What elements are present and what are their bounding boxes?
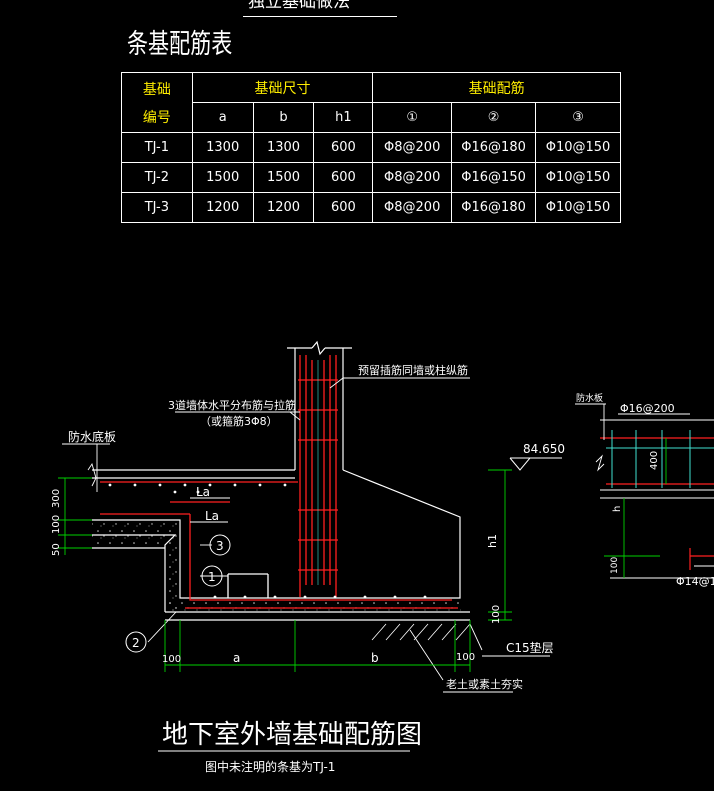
elevation-value: 84.650 bbox=[523, 442, 565, 456]
header-rebar-2: ② bbox=[451, 102, 537, 133]
cushion-label: C15垫层 bbox=[506, 640, 554, 655]
header-col-a: a bbox=[191, 102, 254, 133]
dim-h1: h1 bbox=[486, 534, 499, 548]
partial-waterproof-label: 防水板 bbox=[576, 392, 603, 404]
la-label-1: La bbox=[196, 485, 210, 499]
bar-callout-3: 3 bbox=[216, 539, 224, 553]
bar-callout-circle bbox=[201, 565, 223, 587]
cell-a: 1500 bbox=[191, 162, 254, 193]
bar-callout-2: 2 bbox=[132, 636, 140, 650]
top-title: 独立基础做法 bbox=[248, 0, 350, 12]
footing-left-hatch bbox=[165, 545, 179, 612]
top-title-underline bbox=[243, 16, 397, 17]
concrete-outline bbox=[92, 340, 470, 621]
drawing-subtitle: 图中未注明的条基为TJ-1 bbox=[205, 759, 335, 774]
partial-rebar-top: Φ16@200 bbox=[620, 402, 675, 415]
dim-50: 50 bbox=[51, 543, 62, 556]
cell-h1: 600 bbox=[313, 192, 374, 223]
horizontal-bar-note-2: （或箍筋3Φ8） bbox=[200, 414, 278, 428]
soil-note: 老土或素土夯实 bbox=[446, 677, 523, 691]
horizontal-bar-note-1: 3道墙体水平分布筋与拉筋 bbox=[168, 398, 296, 412]
cell-a: 1200 bbox=[191, 192, 254, 223]
header-size-group: 基础尺寸 bbox=[191, 72, 374, 103]
wall-rebar bbox=[100, 355, 458, 609]
footing-bottom-hatch bbox=[165, 600, 461, 612]
soil-hatch bbox=[371, 623, 471, 641]
cell-rebar-2: Φ16@180 bbox=[451, 192, 537, 223]
dim-100-left: 100 bbox=[51, 515, 62, 534]
cell-rebar-2: Φ16@150 bbox=[451, 162, 537, 193]
cell-rebar-1: Φ8@200 bbox=[372, 192, 453, 223]
elevation-symbol bbox=[509, 457, 532, 471]
table-title: 条基配筋表 bbox=[127, 29, 233, 60]
partial-rebar-bottom: Φ14@150 bbox=[676, 575, 714, 588]
header-foundation-no-line-1: 基础 bbox=[142, 81, 171, 98]
leader-lines bbox=[62, 377, 550, 693]
table-row: TJ-3 1200 1200 600 Φ8@200 Φ16@180 Φ10@15… bbox=[121, 192, 621, 223]
cell-rebar-1: Φ8@200 bbox=[372, 132, 453, 163]
rebar-dots bbox=[108, 483, 427, 599]
header-foundation-no-line-2: 编号 bbox=[142, 109, 171, 126]
table-header-row-2: a b h1 ① ② ③ bbox=[122, 102, 621, 133]
partial-detail: 防水板 Φ16@200 400 h 100 Φ14@150 bbox=[575, 392, 714, 588]
dim-a: a bbox=[233, 651, 240, 665]
cell-rebar-3: Φ10@150 bbox=[535, 192, 621, 223]
cell-b: 1500 bbox=[252, 162, 315, 193]
cell-id: TJ-3 bbox=[121, 192, 193, 223]
bar-callout-circle bbox=[125, 631, 147, 653]
cell-rebar-3: Φ10@150 bbox=[535, 132, 621, 163]
dim-300: 300 bbox=[51, 489, 62, 508]
partial-dim-400: 400 bbox=[649, 451, 660, 470]
dim-100-bottom-left: 100 bbox=[162, 654, 181, 665]
dimension-lines bbox=[58, 469, 512, 672]
reserved-dowel-note: 预留插筋同墙或柱纵筋 bbox=[358, 363, 468, 377]
slab-concrete-hatch bbox=[92, 522, 178, 546]
bar-callout-1: 1 bbox=[208, 570, 216, 584]
waterproof-slab-label: 防水底板 bbox=[68, 429, 116, 444]
dim-100-right: 100 bbox=[491, 605, 502, 624]
partial-dim-100: 100 bbox=[610, 557, 620, 574]
header-rebar-3: ③ bbox=[535, 102, 621, 133]
table-header-row-1: 基础 编号 基础尺寸 基础配筋 bbox=[121, 72, 621, 133]
break-symbol bbox=[87, 462, 97, 487]
dim-b: b bbox=[371, 651, 379, 665]
cell-b: 1200 bbox=[252, 192, 315, 223]
la-label-2: La bbox=[205, 509, 219, 523]
bar-callout-circle bbox=[209, 534, 231, 556]
cell-b: 1300 bbox=[252, 132, 315, 163]
dim-100-bottom-right: 100 bbox=[456, 652, 475, 663]
partial-dim-h: h bbox=[612, 506, 623, 512]
drawing-title: 地下室外墙基础配筋图 bbox=[162, 720, 422, 750]
rebar-table: 基础 编号 基础尺寸 基础配筋 a b h1 ① ② ③ TJ-1 1300 1… bbox=[121, 72, 621, 223]
